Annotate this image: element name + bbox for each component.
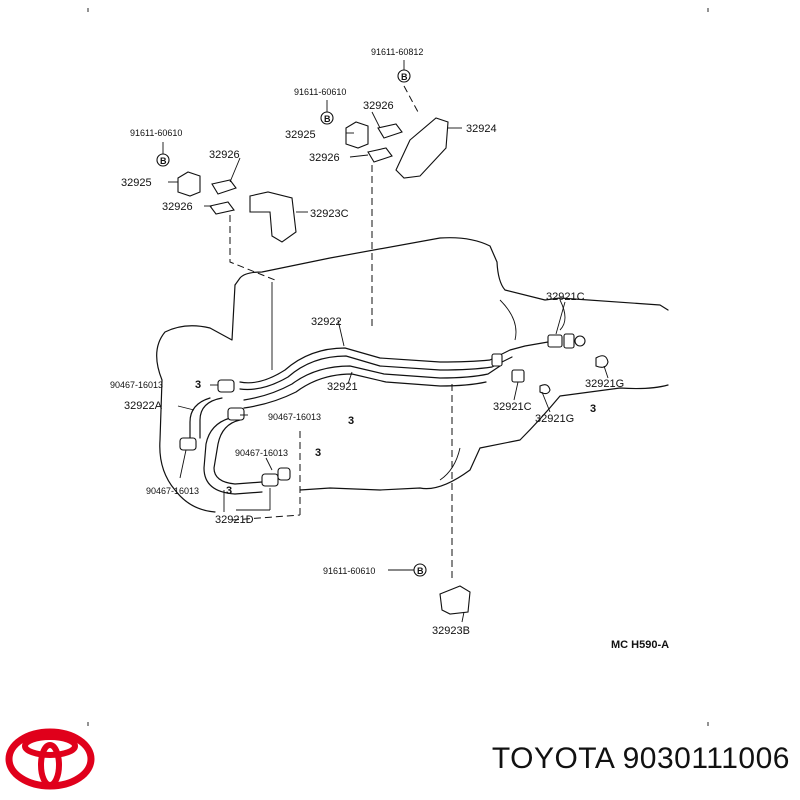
callout-labels: 91611-60812 91611-60610 91611-60610 9161… <box>110 47 669 651</box>
hose-clamp-2 <box>227 407 245 421</box>
callout-90467-16013-c: 90467-16013 <box>235 448 288 458</box>
callout-32921g-b: 32921G <box>535 413 574 425</box>
bracket-group-right <box>395 70 449 179</box>
bracket-32923c <box>249 191 297 243</box>
callout-32923c: 32923C <box>310 208 349 220</box>
callout-32921d: 32921D <box>215 514 254 526</box>
callout-32923b: 32923B <box>432 625 470 637</box>
callout-32926-c: 32926 <box>209 149 240 161</box>
corner-marks <box>87 8 709 726</box>
callout-32921g-a: 32921G <box>585 378 624 390</box>
bracket-32924 <box>395 117 449 179</box>
callout-32921c-a: 32921C <box>546 291 585 303</box>
callout-32926-b: 32926 <box>309 152 340 164</box>
fuel-lines <box>239 333 609 409</box>
bracket-dash-lower <box>231 430 301 521</box>
callout-32924: 32924 <box>466 123 497 135</box>
callout-90467-16013-d: 90467-16013 <box>146 486 199 496</box>
qty-3-b: 3 <box>348 415 354 427</box>
hose-clamp-1 <box>217 379 235 393</box>
union-fitting <box>491 353 503 367</box>
qty-3-e: 3 <box>590 403 596 415</box>
bracket-group-middle <box>321 112 403 330</box>
toyota-logo <box>5 728 95 790</box>
callout-32926-a: 32926 <box>363 100 394 112</box>
svg-text:B: B <box>417 566 424 576</box>
callout-91611-60610-b: 91611-60610 <box>130 128 182 138</box>
callout-90467-16013-a: 90467-16013 <box>110 380 163 390</box>
callout-90467-16013-b: 90467-16013 <box>268 412 321 422</box>
svg-text:B: B <box>324 114 331 124</box>
svg-text:B: B <box>401 72 408 82</box>
callout-32925-a: 32925 <box>285 129 316 141</box>
callout-91611-60610-a: 91611-60610 <box>294 87 346 97</box>
callout-32925-b: 32925 <box>121 177 152 189</box>
fuel-hoses <box>179 379 291 495</box>
callout-32921: 32921 <box>327 381 358 393</box>
callout-32921c-b: 32921C <box>493 401 532 413</box>
hose-clamp-3 <box>179 437 197 451</box>
engine-outline <box>156 237 669 513</box>
bracket-group-lower <box>414 384 471 615</box>
bracket-group-left <box>157 154 297 281</box>
bracket-32923b <box>439 585 471 615</box>
qty-3-a: 3 <box>195 379 201 391</box>
callout-32926-d: 32926 <box>162 201 193 213</box>
callout-32922: 32922 <box>311 316 342 328</box>
bolt-symbols: B B B B <box>156 69 427 577</box>
svg-text:B: B <box>160 156 167 166</box>
qty-3-c: 3 <box>315 447 321 459</box>
callout-32922a: 32922A <box>124 400 163 412</box>
qty-3-d: 3 <box>226 485 232 497</box>
leader-lines <box>162 60 609 623</box>
diagram-code: MC H590-A <box>611 639 669 651</box>
hose-clamp-4 <box>261 473 279 487</box>
callout-91611-60812: 91611-60812 <box>371 47 423 57</box>
callout-91611-60610-c: 91611-60610 <box>323 566 375 576</box>
brand-part-number: TOYOTA 9030111006 <box>491 742 790 775</box>
